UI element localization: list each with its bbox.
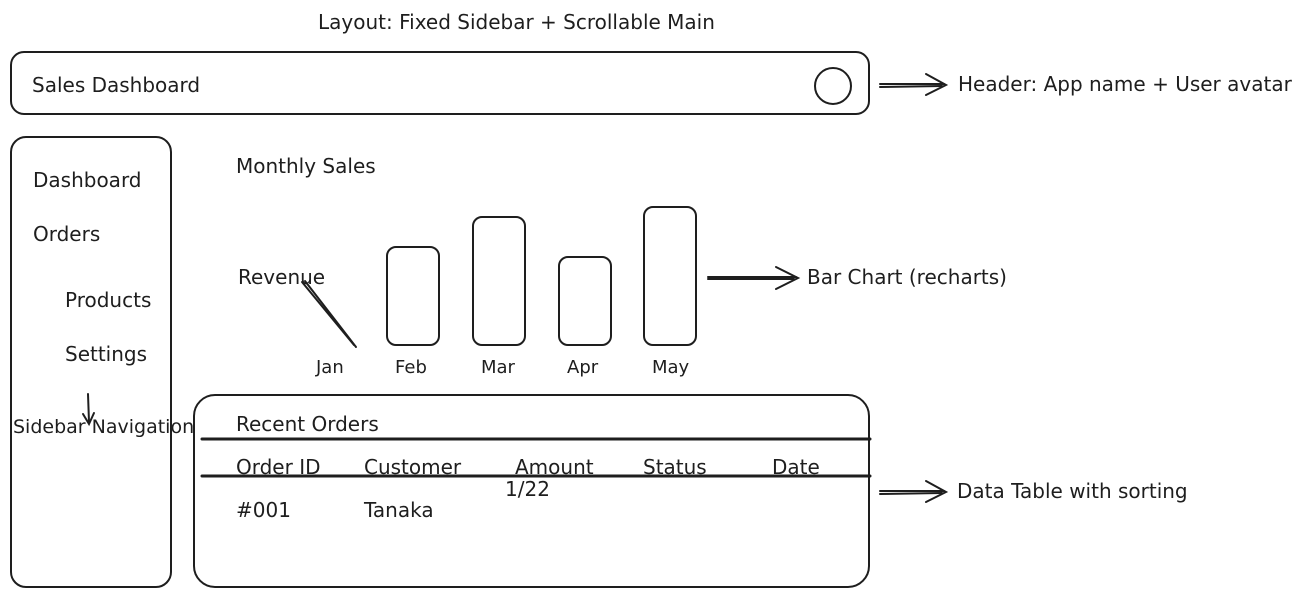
column-header-date[interactable]: Date xyxy=(772,455,820,479)
chart-title: Monthly Sales xyxy=(236,154,376,178)
table-row[interactable]: #001 Tanaka 1/22 xyxy=(200,478,860,524)
user-avatar-icon[interactable] xyxy=(814,67,852,105)
column-header-order-id[interactable]: Order ID xyxy=(236,455,321,479)
sidebar-item-dashboard[interactable]: Dashboard xyxy=(33,168,142,192)
bar-apr[interactable] xyxy=(558,256,612,346)
header-annotation: Header: App name + User avatar xyxy=(958,72,1292,96)
app-name[interactable]: Sales Dashboard xyxy=(32,73,201,97)
cell-amount: 1/22 xyxy=(505,477,550,501)
tick-label-apr: Apr xyxy=(567,357,599,378)
orders-table xyxy=(193,394,870,588)
sidebar-item-settings[interactable]: Settings xyxy=(65,342,148,366)
chart-annotation: Bar Chart (recharts) xyxy=(807,265,1007,289)
sidebar-annotation: Sidebar Navigation xyxy=(13,416,195,438)
tick-label-feb: Feb xyxy=(395,357,427,378)
cell-customer: Tanaka xyxy=(364,498,434,522)
bar-mar[interactable] xyxy=(472,216,526,346)
sidebar-item-products[interactable]: Products xyxy=(65,288,152,312)
column-header-customer[interactable]: Customer xyxy=(364,455,462,479)
bar-feb[interactable] xyxy=(386,246,440,346)
tick-label-mar: Mar xyxy=(481,357,515,378)
layout-title: Layout: Fixed Sidebar + Scrollable Main xyxy=(318,10,715,34)
column-header-status[interactable]: Status xyxy=(643,455,707,479)
column-header-amount[interactable]: Amount xyxy=(515,455,594,479)
sidebar xyxy=(10,136,172,588)
cell-order-id: #001 xyxy=(236,498,291,522)
sidebar-item-orders[interactable]: Orders xyxy=(33,222,101,246)
tick-label-may: May xyxy=(652,357,690,378)
tick-label-jan: Jan xyxy=(316,357,344,378)
table-annotation: Data Table with sorting xyxy=(957,479,1188,503)
bar-may[interactable] xyxy=(643,206,697,346)
table-title: Recent Orders xyxy=(236,412,379,436)
header-bar: Sales Dashboard xyxy=(10,51,870,115)
